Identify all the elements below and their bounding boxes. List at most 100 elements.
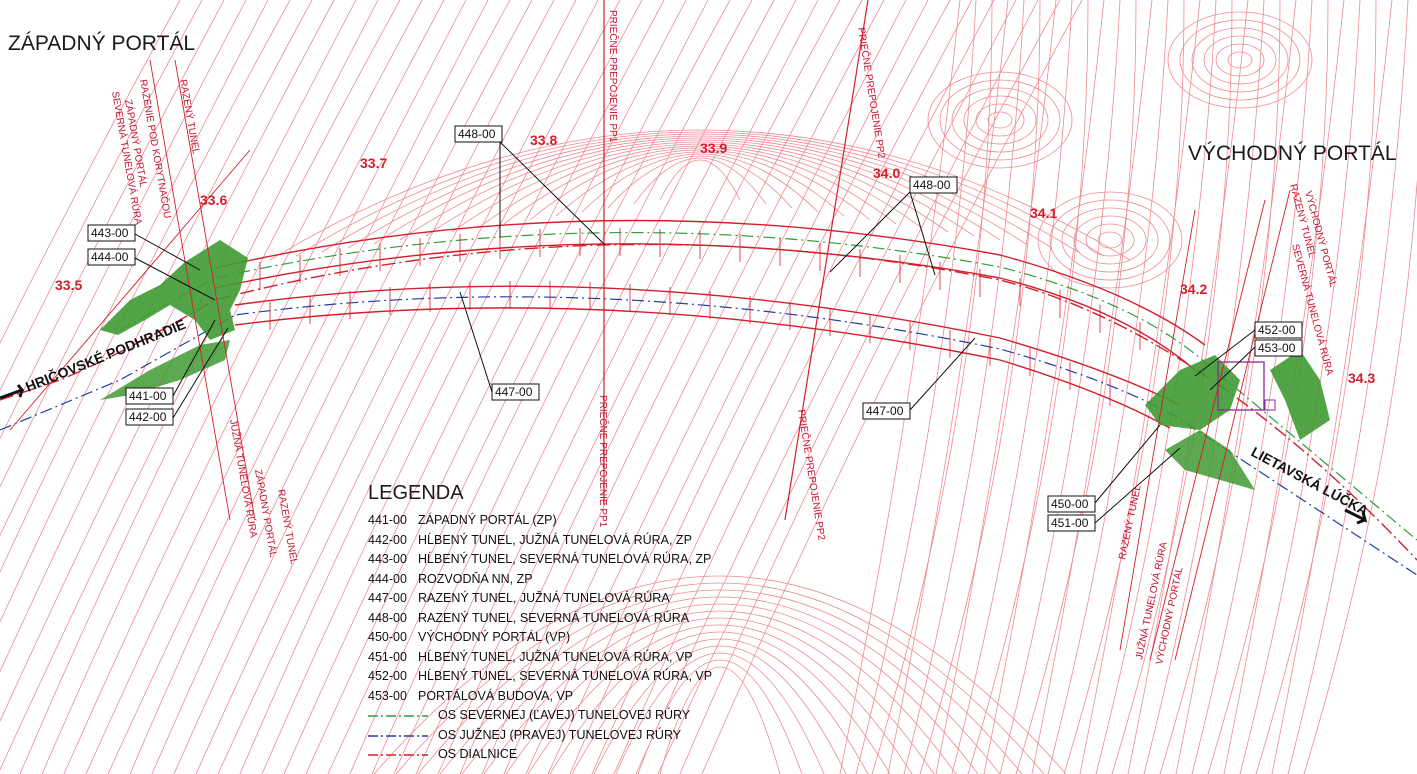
svg-text:448-00: 448-00	[913, 178, 951, 192]
chainage-marker: 33.9	[700, 140, 727, 156]
svg-text:441-00: 441-00	[129, 389, 167, 403]
contour-line	[283, 0, 665, 774]
tag-box-447-b: 447-00	[862, 402, 911, 420]
contour-line	[839, 0, 961, 774]
west-portal	[0, 59, 256, 521]
contour-line	[477, 145, 923, 229]
tag-box-453: 453-00	[1254, 339, 1303, 357]
contour-line	[1303, 178, 1417, 774]
contour-line	[0, 0, 269, 537]
contour-line	[295, 131, 1105, 257]
tag-box-447-a: 447-00	[491, 383, 540, 401]
contour-line	[505, 617, 935, 774]
contour-line	[1015, 0, 1137, 774]
town-label-east: LIETAVSKÁ LÚČKA	[1249, 443, 1372, 519]
east-portal-title: VÝCHODNÝ PORTÁL	[1188, 142, 1397, 165]
contour-line	[393, 0, 775, 774]
contour-line	[607, 155, 793, 209]
contour-line	[437, 0, 819, 774]
svg-text:453-00: 453-00	[1258, 341, 1296, 355]
contour-line	[1191, 0, 1313, 774]
chainage-marker: 34.1	[1030, 205, 1057, 221]
contour-line	[613, 0, 995, 774]
chainage-marker: 34.0	[873, 165, 900, 181]
contour-line	[903, 0, 1025, 774]
south-tunnel-tube	[0, 281, 1417, 576]
svg-text:442-00: 442-00	[129, 410, 167, 424]
contour-line	[1179, 19, 1301, 101]
tag-box-441: 441-00	[125, 387, 174, 405]
contour-line	[1215, 43, 1265, 77]
contour-line	[415, 0, 797, 774]
contour-line	[1079, 0, 1201, 774]
contour-line	[1061, 207, 1159, 273]
contour-line	[987, 111, 1013, 129]
tag-box-444: 444-00	[87, 248, 136, 266]
contour-line	[373, 575, 1067, 774]
contour-line	[1063, 0, 1185, 774]
west-portal-title: ZÁPADNÝ PORTÁL	[8, 32, 195, 55]
contour-line	[571, 638, 869, 774]
contour-line	[679, 0, 1061, 774]
cross-passage-pp1-label: PRIEČNE PREPOJENIE PP1	[607, 10, 620, 143]
contour-line	[637, 659, 803, 774]
svg-text:450-00: 450-00	[1051, 497, 1089, 511]
contour-line	[0, 0, 181, 344]
contour-line	[1073, 215, 1147, 265]
contour-line	[1287, 0, 1409, 774]
tag-box-448-b: 448-00	[909, 176, 958, 194]
east-label-razeny-b: RAZENÝ TUNEL	[1115, 483, 1144, 560]
tag-box-450: 450-00	[1047, 495, 1096, 513]
contour-line	[503, 0, 885, 774]
contour-line	[305, 0, 687, 774]
contour-line	[0, 0, 203, 392]
contour-line	[1175, 0, 1297, 774]
leader-lines	[134, 141, 1256, 524]
contour-line	[1159, 0, 1281, 774]
west-label-portal-b: ZÁPADNÝ PORTÁL	[252, 468, 280, 558]
contour-line	[239, 0, 621, 774]
svg-text:447-00: 447-00	[866, 404, 904, 418]
svg-text:443-00: 443-00	[91, 226, 129, 240]
contour-line	[321, 133, 1079, 253]
cross-passage-pp2-label: PRIEČNE PREPOJENIE PP2	[855, 26, 889, 159]
contour-line	[701, 0, 1083, 774]
contour-line	[593, 645, 847, 774]
contour-line	[615, 652, 825, 774]
contour-line	[871, 0, 993, 774]
contour-line	[217, 0, 599, 774]
contour-line	[975, 103, 1025, 137]
contour-line	[887, 0, 1009, 774]
contour-line	[527, 624, 913, 774]
cross-passages	[603, 0, 869, 521]
contour-line	[85, 0, 467, 774]
contour-line	[555, 151, 845, 217]
contour-line	[983, 0, 1105, 774]
legend-title: LEGENDA	[368, 482, 464, 504]
legend-line-highway-axis: OS DIALNICE	[368, 745, 728, 765]
contour-line	[503, 147, 897, 225]
north-tube-ring-marks	[259, 228, 1141, 350]
contour-line	[1271, 0, 1393, 774]
contour-line	[659, 159, 741, 201]
contour-line	[963, 95, 1037, 145]
contour-line	[107, 0, 489, 774]
contour-line	[549, 631, 891, 774]
svg-text:447-00: 447-00	[495, 385, 533, 399]
contour-line	[1191, 27, 1289, 93]
contour-line	[1085, 223, 1135, 257]
east-portal	[1119, 189, 1368, 661]
contour-line	[927, 71, 1073, 169]
contour-line	[0, 0, 335, 673]
contour-line	[1255, 0, 1377, 774]
